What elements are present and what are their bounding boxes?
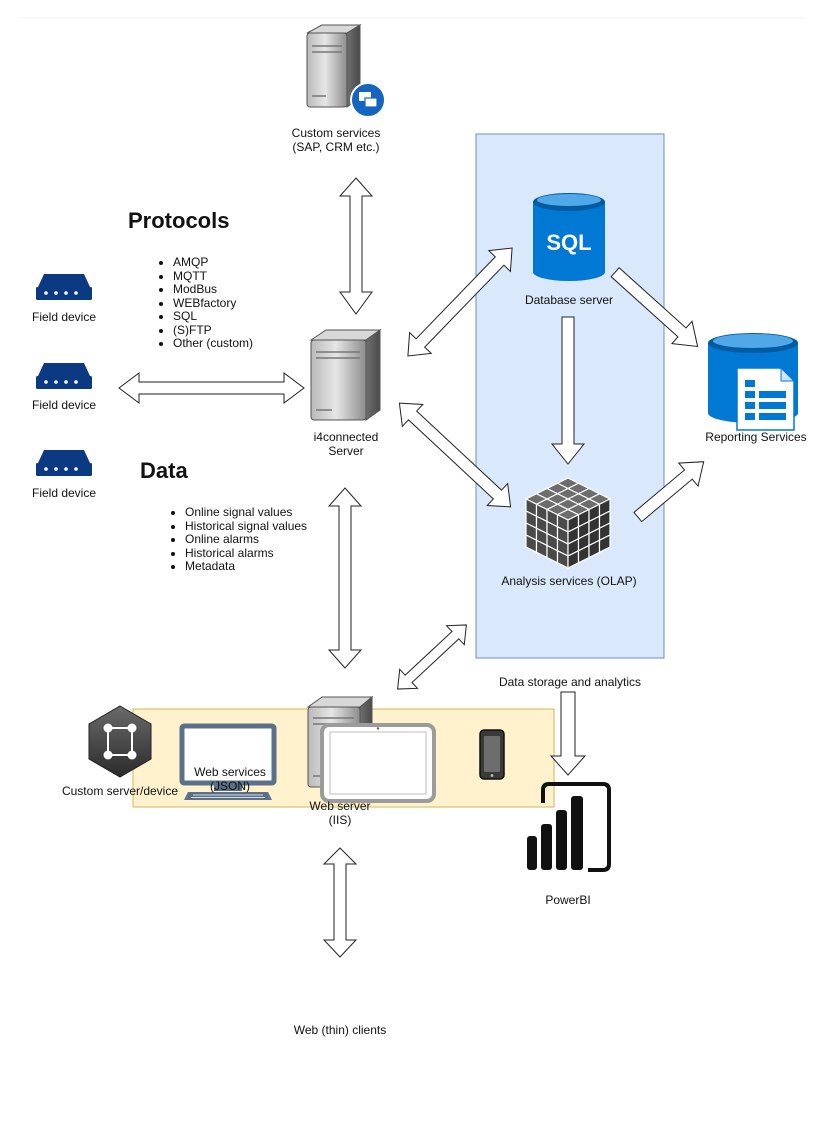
i4connected-server-title: i4connected — [313, 430, 379, 444]
protocol-item: Other (custom) — [173, 336, 253, 351]
protocols-heading: Protocols — [128, 208, 230, 233]
protocol-item: MQTT — [173, 269, 253, 284]
field-device-icon-3 — [36, 450, 92, 476]
protocol-item: ModBus — [173, 282, 253, 297]
arrow-i4c-web — [327, 487, 363, 669]
web-server-label: Web server (IIS) — [290, 799, 390, 827]
custom-server-device-icon — [88, 705, 152, 778]
web-services-title: Web services — [194, 765, 266, 779]
arrow-field-i4c — [118, 372, 305, 404]
arrow-olap-reporting — [633, 461, 705, 523]
data-item: Historical alarms — [185, 546, 307, 561]
field-device-icon-1 — [36, 274, 92, 300]
custom-server-device-label: Custom server/device — [61, 784, 179, 798]
sql-database-icon: SQL — [533, 193, 605, 281]
analysis-services-label: Analysis services (OLAP) — [501, 574, 637, 588]
field-device-label-3: Field device — [31, 486, 97, 500]
arrow-web-clients — [322, 847, 358, 958]
web-server-title: Web server — [309, 799, 371, 813]
reporting-services-icon — [708, 333, 798, 431]
custom-services-label: Custom services (SAP, CRM etc.) — [276, 126, 396, 154]
powerbi-icon — [527, 782, 611, 872]
powerbi-label: PowerBI — [545, 893, 591, 907]
protocols-list: AMQPMQTTModBusWEBfactorySQL(S)FTPOther (… — [155, 255, 253, 351]
i4connected-server-label: i4connected Server — [296, 430, 396, 458]
web-clients-label: Web (thin) clients — [293, 1023, 387, 1037]
custom-services-title: Custom services — [291, 126, 381, 140]
field-device-icon-2 — [36, 363, 92, 389]
data-item: Online alarms — [185, 532, 307, 547]
web-server-subtitle: (IIS) — [328, 813, 352, 827]
chat-badge-icon — [350, 82, 386, 118]
arrow-db-olap — [550, 316, 586, 465]
i4connected-server-subtitle: Server — [328, 444, 364, 458]
arrow-web-analytics — [397, 624, 467, 690]
data-storage-label: Data storage and analytics — [498, 675, 642, 689]
protocol-item: SQL — [173, 309, 253, 324]
smartphone-icon — [479, 729, 505, 780]
olap-cube-icon — [524, 477, 612, 569]
arrow-custom-i4c — [338, 177, 374, 315]
sql-icon-text: SQL — [546, 230, 591, 255]
protocol-item: AMQP — [173, 255, 253, 270]
tablet-icon — [320, 723, 436, 803]
data-item: Historical signal values — [185, 519, 307, 534]
field-device-label-1: Field device — [31, 310, 97, 324]
i4connected-server-icon — [309, 329, 382, 421]
arrow-analytics-powerbi — [549, 691, 587, 776]
data-item: Online signal values — [185, 505, 307, 520]
data-item: Metadata — [185, 559, 307, 574]
custom-services-subtitle: (SAP, CRM etc.) — [292, 140, 380, 154]
web-services-subtitle: (JSON) — [210, 779, 250, 793]
field-device-label-2: Field device — [31, 398, 97, 412]
database-server-label: Database server — [524, 293, 614, 307]
arrow-i4c-olap — [398, 402, 512, 508]
reporting-services-label: Reporting Services — [705, 430, 807, 444]
desktop-computer-icon — [179, 723, 277, 800]
data-list: Online signal valuesHistorical signal va… — [167, 505, 307, 574]
protocol-item: WEBfactory — [173, 296, 253, 311]
protocol-item: (S)FTP — [173, 323, 253, 338]
arrow-db-reporting — [610, 267, 699, 348]
arrow-i4c-db — [407, 247, 513, 357]
custom-services-server-icon — [306, 24, 362, 108]
web-services-label: Web services (JSON) — [180, 765, 280, 793]
data-heading: Data — [140, 458, 188, 483]
